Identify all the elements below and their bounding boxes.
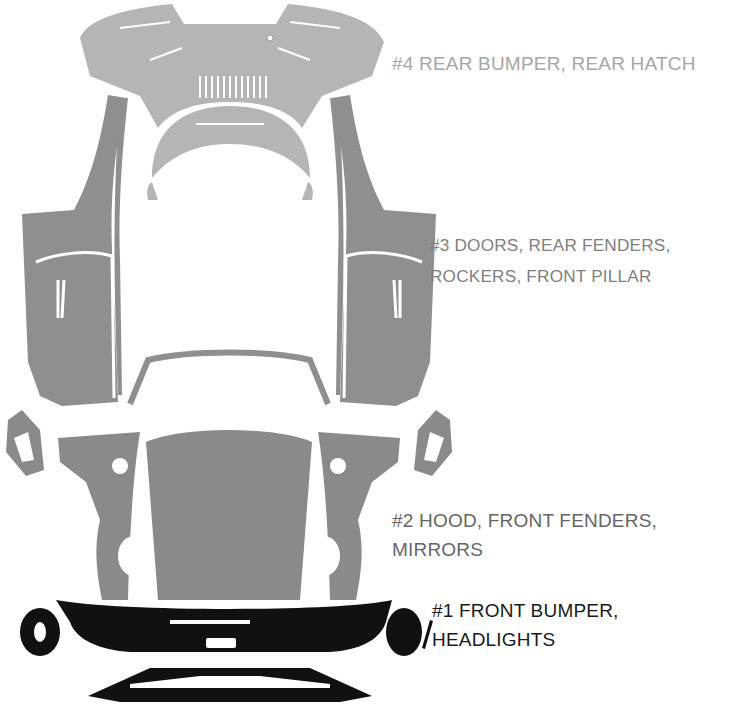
bumper-cutouts: [34, 620, 330, 688]
door-cut-lines: [36, 253, 422, 398]
rear-vent-lines: [120, 22, 340, 124]
hood-fenders: [6, 410, 452, 600]
group-label: #1 FRONT BUMPER, HEADLIGHTS: [432, 596, 702, 654]
group-label: #3 DOORS, REAR FENDERS, ROCKERS, FRONT P…: [430, 230, 724, 292]
front-pillar: [130, 353, 328, 405]
group-label: #4 REAR BUMPER, REAR HATCH: [392, 49, 696, 79]
fender-cutouts: [14, 432, 444, 576]
front-bumper-kit: [20, 600, 433, 702]
side-panels: [22, 95, 436, 406]
group-label: #2 HOOD, FRONT FENDERS, MIRRORS: [392, 506, 722, 564]
